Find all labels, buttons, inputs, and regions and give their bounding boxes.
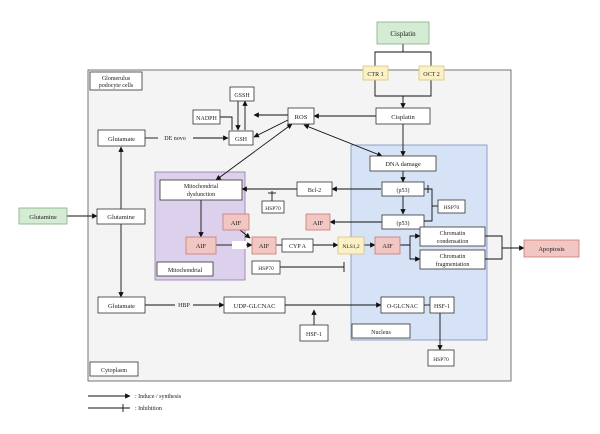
hsp70-label-a: HSP70	[265, 206, 281, 212]
nucleus-label: Nucleus	[371, 330, 391, 336]
dna-damage-node	[369, 155, 437, 172]
ros-label: ROS	[295, 114, 308, 121]
mito-dysfunction-node	[159, 179, 243, 201]
udp-glcnac-node	[223, 296, 286, 314]
hsp70-node-c	[251, 260, 281, 275]
glutamate-bottom-label: Glutamate	[108, 303, 135, 310]
mito-dysfunction-label-1: Mitochondrial	[184, 184, 219, 190]
bcl2-node	[296, 181, 333, 197]
mitochondrial-label: Mitochondrial	[168, 268, 203, 274]
hsf1-node-a	[299, 324, 329, 342]
chromatin-fragmentation-node	[419, 249, 486, 270]
glutamine-inner-node	[96, 208, 146, 225]
cisplatin-top-node	[376, 21, 430, 45]
nls12-label: NLS1,2	[342, 244, 360, 250]
aif-label-b: AIF	[313, 220, 324, 227]
hsp70-node-b	[437, 199, 466, 214]
apoptosis-label: Apoptosis	[538, 246, 565, 253]
aif-label-a: AIF	[231, 220, 242, 227]
chromatin-fragmentation-label-1: Chromatin	[440, 254, 466, 260]
aif-node-b	[305, 213, 331, 231]
hbp-label: HBP	[178, 303, 190, 309]
cypa-label: CYP A	[289, 244, 307, 250]
aif-node-e	[374, 236, 401, 255]
ctr1-node	[362, 65, 389, 81]
legend-induce-label: : Induce / synthesis	[135, 394, 182, 400]
hsp70-node-a	[261, 200, 285, 214]
nadph-label: NADPH	[196, 116, 217, 122]
gssh-node	[229, 86, 255, 102]
ctr1-label: CTR 1	[367, 72, 383, 78]
membrane-gap	[232, 241, 246, 249]
o-glcnac-node	[380, 296, 425, 314]
chromatin-fragmentation-label-2: fragmentation	[436, 261, 470, 268]
mitochondrial-label-box	[156, 261, 214, 277]
cell-label-line1: Glomerulus	[102, 76, 131, 82]
aif-node-a	[222, 213, 250, 231]
oct2-label: OCT 2	[423, 72, 439, 78]
aif-label-c: AIF	[196, 243, 207, 250]
glutamine-external-label: Glutamine	[29, 214, 57, 221]
bcl2-label: Bcl-2	[308, 188, 321, 194]
cisplatin-top-label: Cisplatin	[390, 30, 416, 38]
chromatin-condensation-label-2: condensation	[437, 239, 469, 245]
p53-node-1	[381, 181, 425, 197]
glutamine-external-node	[18, 207, 68, 225]
aif-node-c	[185, 236, 217, 255]
mito-dysfunction-label-2: dysfunction	[187, 191, 215, 198]
cisplatin-inner-node	[375, 107, 431, 125]
nucleus-label-box	[351, 323, 411, 339]
hsf1-label-a: HSF-1	[306, 332, 322, 338]
apoptosis-node	[523, 239, 580, 258]
chromatin-condensation-node	[419, 226, 486, 247]
hsp70-label-d: HSP70	[433, 357, 449, 363]
glutamate-top-node	[97, 129, 146, 147]
de-novo-label: DE novo	[164, 136, 186, 142]
legend-inhibit-label: : Inhibition	[135, 406, 162, 412]
ros-node	[287, 107, 315, 125]
aif-label-e: AIF	[382, 243, 393, 250]
cisplatin-inner-label: Cisplatin	[391, 114, 415, 121]
p53-node-2	[381, 214, 425, 230]
hsp70-label-b: HSP70	[444, 205, 460, 211]
cell-label-line2: podocyte cells	[99, 83, 134, 89]
p53-label-2: (p53)	[397, 220, 410, 227]
gssh-label: GSSH	[234, 93, 250, 99]
cytoplasm-label-box	[89, 361, 139, 377]
dna-damage-label: DNA damage	[385, 161, 421, 168]
glutamate-bottom-node	[97, 296, 146, 314]
hsf1-label-b: HSF-1	[434, 304, 450, 310]
p53-label-1: (p53)	[397, 187, 410, 194]
gsh-label: GSH	[235, 137, 248, 143]
aif-label-d: AIF	[259, 243, 270, 250]
udp-glcnac-label: UDP-GLCNAC	[234, 303, 276, 310]
chromatin-condensation-label-1: Chromatin	[440, 231, 466, 237]
nls12-node	[337, 236, 365, 255]
connectors	[67, 44, 525, 351]
o-glcnac-label: O-GLCNAC	[387, 304, 418, 310]
hsp70-label-c: HSP70	[258, 266, 274, 272]
nadph-node	[192, 109, 221, 125]
glutamate-top-label: Glutamate	[108, 136, 135, 143]
cytoplasm-label: Cytoplasm	[101, 368, 127, 374]
hsf1-node-b	[429, 296, 455, 314]
cell-label-box	[89, 71, 143, 91]
aif-node-d	[251, 236, 277, 255]
cypa-node	[281, 238, 314, 253]
gsh-node	[228, 130, 254, 146]
hsp70-node-d	[427, 349, 455, 367]
oct2-node	[418, 65, 445, 81]
glutamine-inner-label: Glutamine	[107, 214, 135, 221]
legend: : Induce / synthesis : Inhibition	[88, 393, 182, 412]
